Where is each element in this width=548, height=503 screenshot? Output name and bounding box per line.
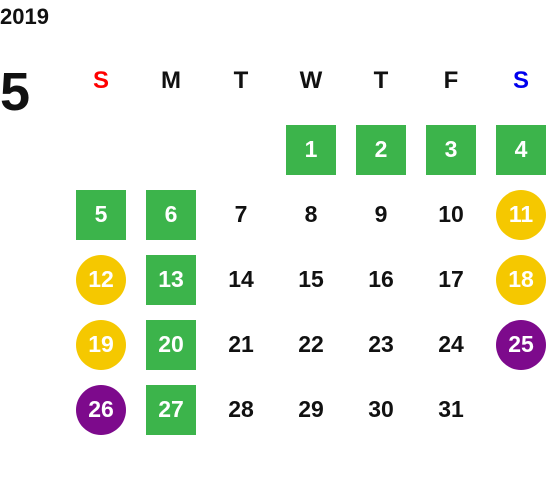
day-cell: 17 [416,247,486,312]
day-number-23[interactable]: 23 [368,331,394,357]
day-cell: 7 [206,182,276,247]
day-cell: 10 [416,182,486,247]
day-number-19[interactable]: 19 [76,319,126,370]
day-cell: 4 [486,117,548,182]
day-cell: 3 [416,117,486,182]
day-cell: 23 [346,312,416,377]
day-cell: 25 [486,312,548,377]
day-cell: 6 [136,182,206,247]
day-cell: 14 [206,247,276,312]
day-number-3[interactable]: 3 [426,124,476,175]
weekday-header-sunday: S [92,67,109,94]
day-number-29[interactable]: 29 [298,396,324,422]
day-cell: 1 [276,117,346,182]
day-number-9[interactable]: 9 [374,201,388,227]
day-number-15[interactable]: 15 [298,266,324,292]
day-number-24[interactable]: 24 [438,331,464,357]
day-number-6[interactable]: 6 [146,189,196,240]
day-cell: 24 [416,312,486,377]
weekday-header-friday: F [443,67,459,94]
day-number-2[interactable]: 2 [356,124,406,175]
day-number-5[interactable]: 5 [76,189,126,240]
day-cell: 16 [346,247,416,312]
day-number-26[interactable]: 26 [76,384,126,435]
weekday-header-tuesday: T [233,67,249,94]
day-cell: 29 [276,377,346,442]
weekday-header-saturday: S [512,67,529,94]
day-number-30[interactable]: 30 [368,396,394,422]
day-cell: 28 [206,377,276,442]
empty-day-cell [66,117,136,182]
day-number-17[interactable]: 17 [438,266,464,292]
empty-day-cell [136,117,206,182]
day-number-1[interactable]: 1 [286,124,336,175]
day-cell: 22 [276,312,346,377]
day-number-16[interactable]: 16 [368,266,394,292]
day-number-18[interactable]: 18 [496,254,546,305]
day-number-21[interactable]: 21 [228,331,254,357]
day-cell: 20 [136,312,206,377]
day-cell: 19 [66,312,136,377]
day-cell: 31 [416,377,486,442]
day-cell: 13 [136,247,206,312]
weekday-header-wednesday: W [299,67,323,94]
day-cell: 12 [66,247,136,312]
day-cell: 27 [136,377,206,442]
empty-day-cell [206,117,276,182]
day-cell: 15 [276,247,346,312]
day-number-8[interactable]: 8 [304,201,318,227]
day-number-27[interactable]: 27 [146,384,196,435]
day-number-10[interactable]: 10 [438,201,464,227]
day-cell: 2 [346,117,416,182]
day-cell: 26 [66,377,136,442]
day-cell: 8 [276,182,346,247]
day-cell: 5 [66,182,136,247]
day-number-14[interactable]: 14 [228,266,254,292]
day-number-12[interactable]: 12 [76,254,126,305]
day-cell: 18 [486,247,548,312]
day-cell: 11 [486,182,548,247]
day-cell: 21 [206,312,276,377]
day-number-4[interactable]: 4 [496,124,546,175]
calendar-month: 5 [0,62,31,122]
day-number-13[interactable]: 13 [146,254,196,305]
day-number-20[interactable]: 20 [146,319,196,370]
empty-day-cell [486,377,548,442]
calendar-year: 2019 [0,4,49,29]
day-number-31[interactable]: 31 [438,396,464,422]
weekday-header-monday: M [161,67,181,94]
day-cell: 30 [346,377,416,442]
weekday-header-thursday: T [373,67,389,94]
day-number-25[interactable]: 25 [496,319,546,370]
day-number-11[interactable]: 11 [496,189,546,240]
day-number-22[interactable]: 22 [298,331,324,357]
day-number-28[interactable]: 28 [228,396,254,422]
day-cell: 9 [346,182,416,247]
day-number-7[interactable]: 7 [234,201,248,227]
